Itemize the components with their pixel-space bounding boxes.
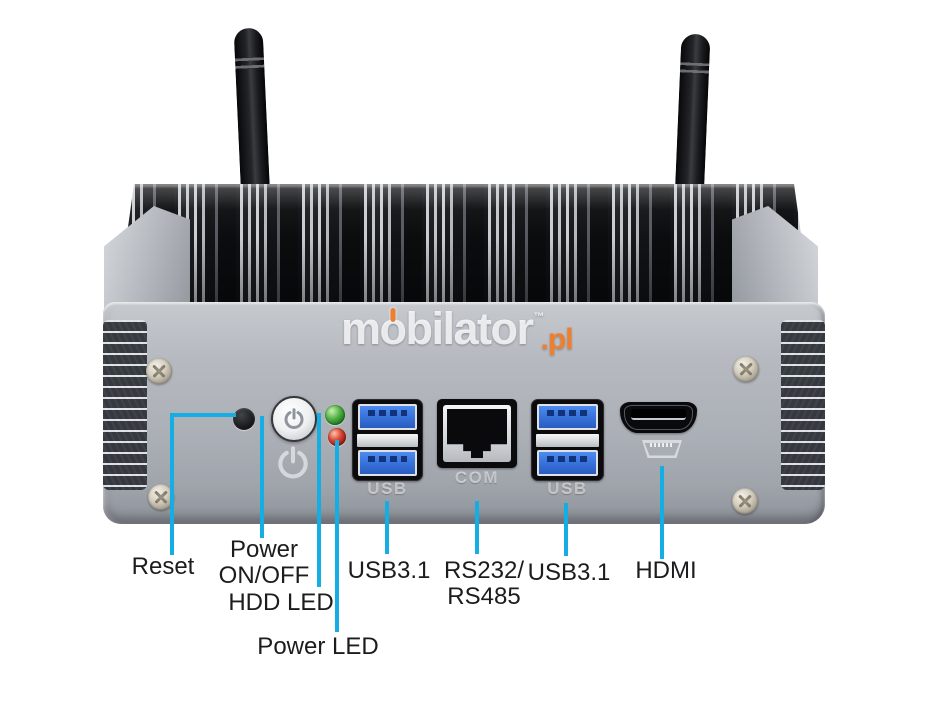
- callout-label-usb-left: USB3.1: [347, 557, 431, 584]
- trademark-symbol: ™: [533, 311, 545, 323]
- screw-bottom-left: [148, 484, 174, 510]
- usb-port-divider: [357, 433, 418, 447]
- callout-line-hdmi: [660, 466, 664, 559]
- callout-line-usb-right: [564, 503, 568, 556]
- hdmi-engraved-icon: [642, 440, 682, 458]
- rj45-jack: [447, 409, 507, 458]
- usb-port: [358, 404, 417, 430]
- vent-grille-right: [781, 320, 825, 490]
- callout-line-power-led: [335, 440, 339, 632]
- watermark-m: m: [341, 303, 381, 354]
- engraved-usb-label-right: USB: [547, 479, 588, 498]
- serial-label-line1: RS232/: [443, 557, 525, 584]
- engraved-usb-label-left: USB: [367, 479, 408, 498]
- brand-watermark: mobilator™.pl: [341, 303, 576, 356]
- callout-label-reset: Reset: [131, 553, 195, 580]
- rj45-frame: [443, 405, 511, 462]
- power-icon: [284, 408, 304, 430]
- callout-label-serial: RS232/ RS485: [444, 558, 524, 610]
- usb-port: [358, 450, 417, 476]
- usb-port-divider: [536, 433, 599, 447]
- power-engraved-icon: [278, 446, 308, 479]
- watermark-tld: .pl: [540, 323, 574, 356]
- power-led: [328, 428, 346, 446]
- usb-port-stack-left: [352, 399, 423, 481]
- usb-port: [537, 450, 598, 476]
- callout-label-hdd-led: HDD LED: [228, 589, 334, 616]
- front-panel: [103, 302, 825, 524]
- power-button: [271, 396, 317, 442]
- engraved-com-label: COM: [454, 468, 500, 487]
- screw-top-right: [733, 356, 759, 382]
- com-rj45-port: [437, 399, 517, 468]
- callout-line-hdd-led: [317, 413, 321, 587]
- hdmi-icon-pins: [650, 443, 674, 447]
- callout-label-power-led: Power LED: [257, 633, 379, 660]
- callout-line-power: [260, 416, 264, 538]
- callout-line-serial: [475, 501, 479, 554]
- usb-port-stack-right: [531, 399, 604, 481]
- watermark-rest: bilator: [405, 303, 535, 354]
- callout-label-hdmi: HDMI: [635, 557, 697, 584]
- power-label-line1: Power: [229, 536, 299, 563]
- reset-button: [233, 408, 255, 430]
- callout-line-reset: [170, 413, 174, 555]
- callout-label-power-on-off: Power ON/OFF: [219, 537, 310, 589]
- screw-top-left: [146, 358, 172, 384]
- vent-grille-left: [103, 320, 147, 490]
- callout-line-usb-left: [385, 501, 389, 554]
- hdd-led: [325, 405, 345, 425]
- screw-bottom-right: [732, 488, 758, 514]
- power-label-line2: ON/OFF: [218, 562, 310, 589]
- hdmi-port: [620, 402, 697, 433]
- usb-port: [537, 404, 598, 430]
- callout-label-usb-right: USB3.1: [527, 559, 611, 586]
- serial-label-line2: RS485: [447, 583, 521, 610]
- callout-line-reset-horizontal: [170, 413, 236, 417]
- watermark-power-o: o: [379, 303, 408, 354]
